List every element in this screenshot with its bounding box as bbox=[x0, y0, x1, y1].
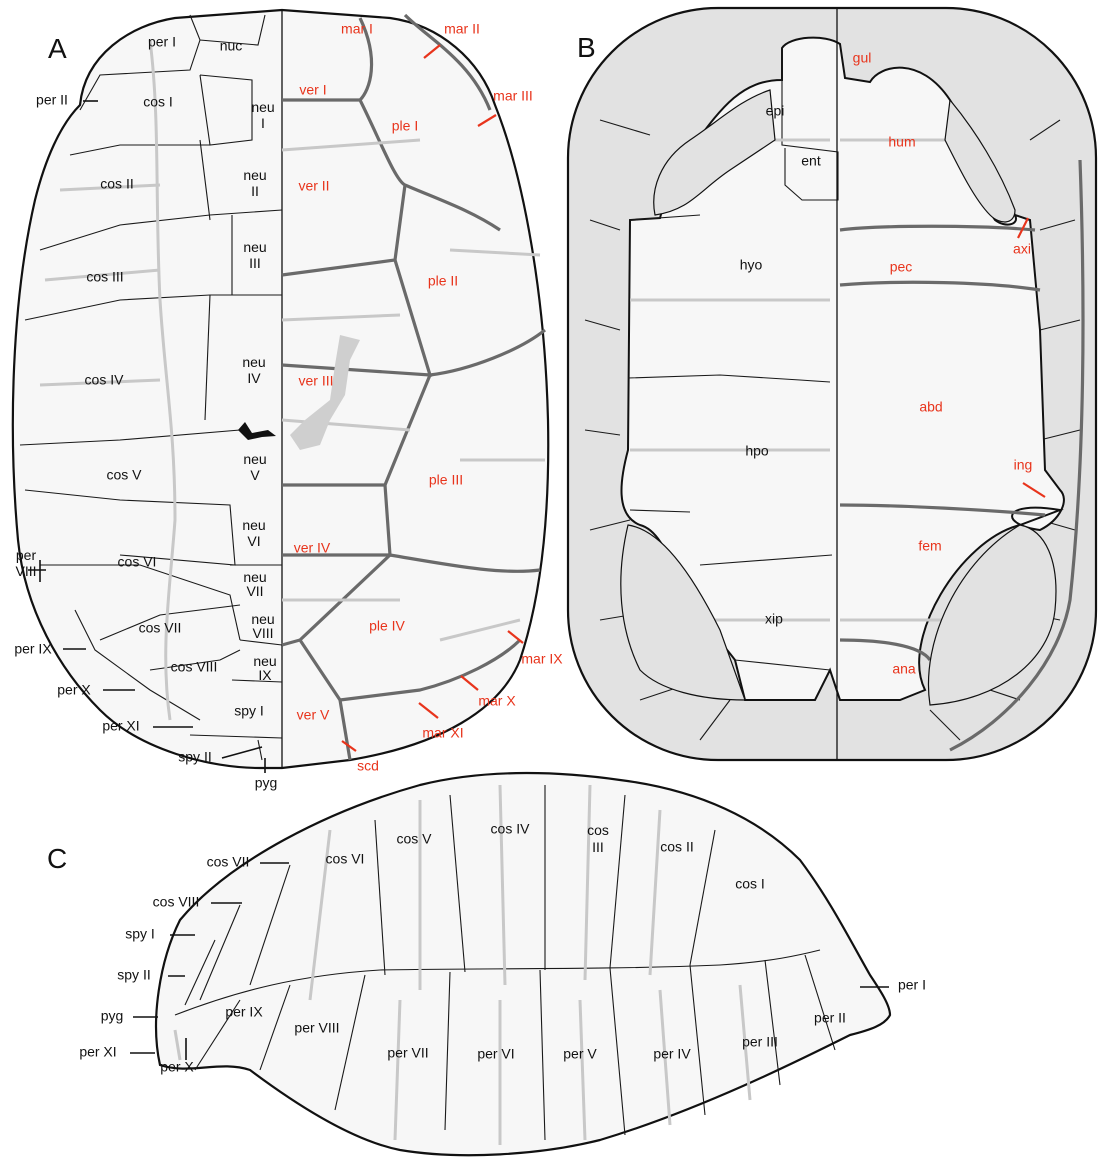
panel-b-plastron: B epi ent hyo hpo xip gul hum axi pec ab… bbox=[568, 8, 1096, 760]
label-per-x: per X bbox=[57, 682, 91, 698]
label-c-cos-vii: cos VII bbox=[207, 854, 250, 870]
label-mar-ix: mar IX bbox=[521, 651, 563, 667]
label-pec: pec bbox=[890, 259, 913, 275]
label-pyg: pyg bbox=[255, 775, 278, 791]
label-cos-i: cos I bbox=[143, 94, 173, 110]
label-ana: ana bbox=[892, 661, 916, 677]
label-ver-ii: ver II bbox=[298, 178, 329, 194]
label-c-cos-iv: cos IV bbox=[491, 821, 531, 837]
label-mar-x: mar X bbox=[478, 693, 516, 709]
label-ple-iii: ple III bbox=[429, 472, 463, 488]
label-ing: ing bbox=[1014, 457, 1033, 473]
label-c-per-ix: per IX bbox=[225, 1004, 263, 1020]
label-per-ii: per II bbox=[36, 92, 68, 108]
label-gul: gul bbox=[853, 50, 872, 66]
label-xip: xip bbox=[765, 611, 783, 627]
label-ent: ent bbox=[801, 153, 821, 169]
label-cos-v: cos V bbox=[106, 467, 142, 483]
label-hyo: hyo bbox=[740, 257, 763, 273]
label-spy-i: spy I bbox=[234, 703, 264, 719]
label-scd: scd bbox=[357, 758, 379, 774]
label-ple-i: ple I bbox=[392, 118, 418, 134]
label-c-per-vi: per VI bbox=[477, 1046, 514, 1062]
label-cos-vii: cos VII bbox=[139, 620, 182, 636]
label-c-per-iii: per III bbox=[742, 1034, 778, 1050]
panel-letter-c: C bbox=[47, 843, 67, 874]
label-c-per-x: per X bbox=[160, 1059, 194, 1075]
label-cos-vi: cos VI bbox=[118, 554, 157, 570]
label-c-cos-vi: cos VI bbox=[326, 851, 365, 867]
label-cos-iii: cos III bbox=[86, 269, 123, 285]
label-ver-v: ver V bbox=[297, 707, 330, 723]
label-per-xi: per XI bbox=[102, 718, 139, 734]
label-abd: abd bbox=[919, 399, 942, 415]
label-c-per-iv: per IV bbox=[653, 1046, 691, 1062]
label-c-cos-i: cos I bbox=[735, 876, 765, 892]
label-cos-iv: cos IV bbox=[85, 372, 125, 388]
label-ver-iii: ver III bbox=[298, 373, 333, 389]
label-ver-i: ver I bbox=[299, 82, 326, 98]
label-mar-i: mar I bbox=[341, 21, 373, 37]
label-c-spy-ii: spy II bbox=[117, 967, 150, 983]
label-ple-iv: ple IV bbox=[369, 618, 405, 634]
label-mar-iii: mar III bbox=[493, 88, 533, 104]
label-ple-ii: ple II bbox=[428, 273, 458, 289]
label-neu-viii: neuVIII bbox=[251, 611, 274, 641]
label-mar-ii: mar II bbox=[444, 21, 480, 37]
panel-c-lateral: C cos VII cos VIII spy I spy II pyg per … bbox=[47, 773, 926, 1155]
label-ver-iv: ver IV bbox=[294, 540, 331, 556]
label-epi: epi bbox=[766, 103, 785, 119]
carapace-outline bbox=[13, 10, 548, 768]
panel-letter-b: B bbox=[577, 32, 596, 63]
label-cos-ii: cos II bbox=[100, 176, 133, 192]
label-fem: fem bbox=[918, 538, 941, 554]
label-per-viii: perVIII bbox=[15, 547, 36, 579]
label-per-ix: per IX bbox=[14, 641, 52, 657]
label-spy-ii: spy II bbox=[178, 749, 211, 765]
label-c-per-i: per I bbox=[898, 977, 926, 993]
panel-a-carapace: A nuc per I per II cos I neuI cos II neu… bbox=[13, 10, 563, 791]
label-c-spy-i: spy I bbox=[125, 926, 155, 942]
label-mar-xi: mar XI bbox=[422, 725, 463, 741]
panel-letter-a: A bbox=[48, 33, 67, 64]
label-c-per-xi: per XI bbox=[79, 1044, 116, 1060]
label-c-cos-v: cos V bbox=[396, 831, 432, 847]
label-c-per-ii: per II bbox=[814, 1010, 846, 1026]
label-nuc: nuc bbox=[220, 38, 243, 54]
label-per-i: per I bbox=[148, 34, 176, 50]
label-c-per-vii: per VII bbox=[387, 1045, 428, 1061]
label-hpo: hpo bbox=[745, 443, 769, 459]
label-c-pyg: pyg bbox=[101, 1008, 124, 1024]
label-cos-viii: cos VIII bbox=[171, 659, 218, 675]
label-axi: axi bbox=[1013, 241, 1031, 257]
label-c-cos-viii: cos VIII bbox=[153, 894, 200, 910]
label-hum: hum bbox=[888, 134, 915, 150]
label-c-per-v: per V bbox=[563, 1046, 597, 1062]
label-neu-vii: neuVII bbox=[243, 569, 266, 599]
label-c-per-viii: per VIII bbox=[294, 1020, 339, 1036]
label-c-cos-ii: cos II bbox=[660, 839, 693, 855]
